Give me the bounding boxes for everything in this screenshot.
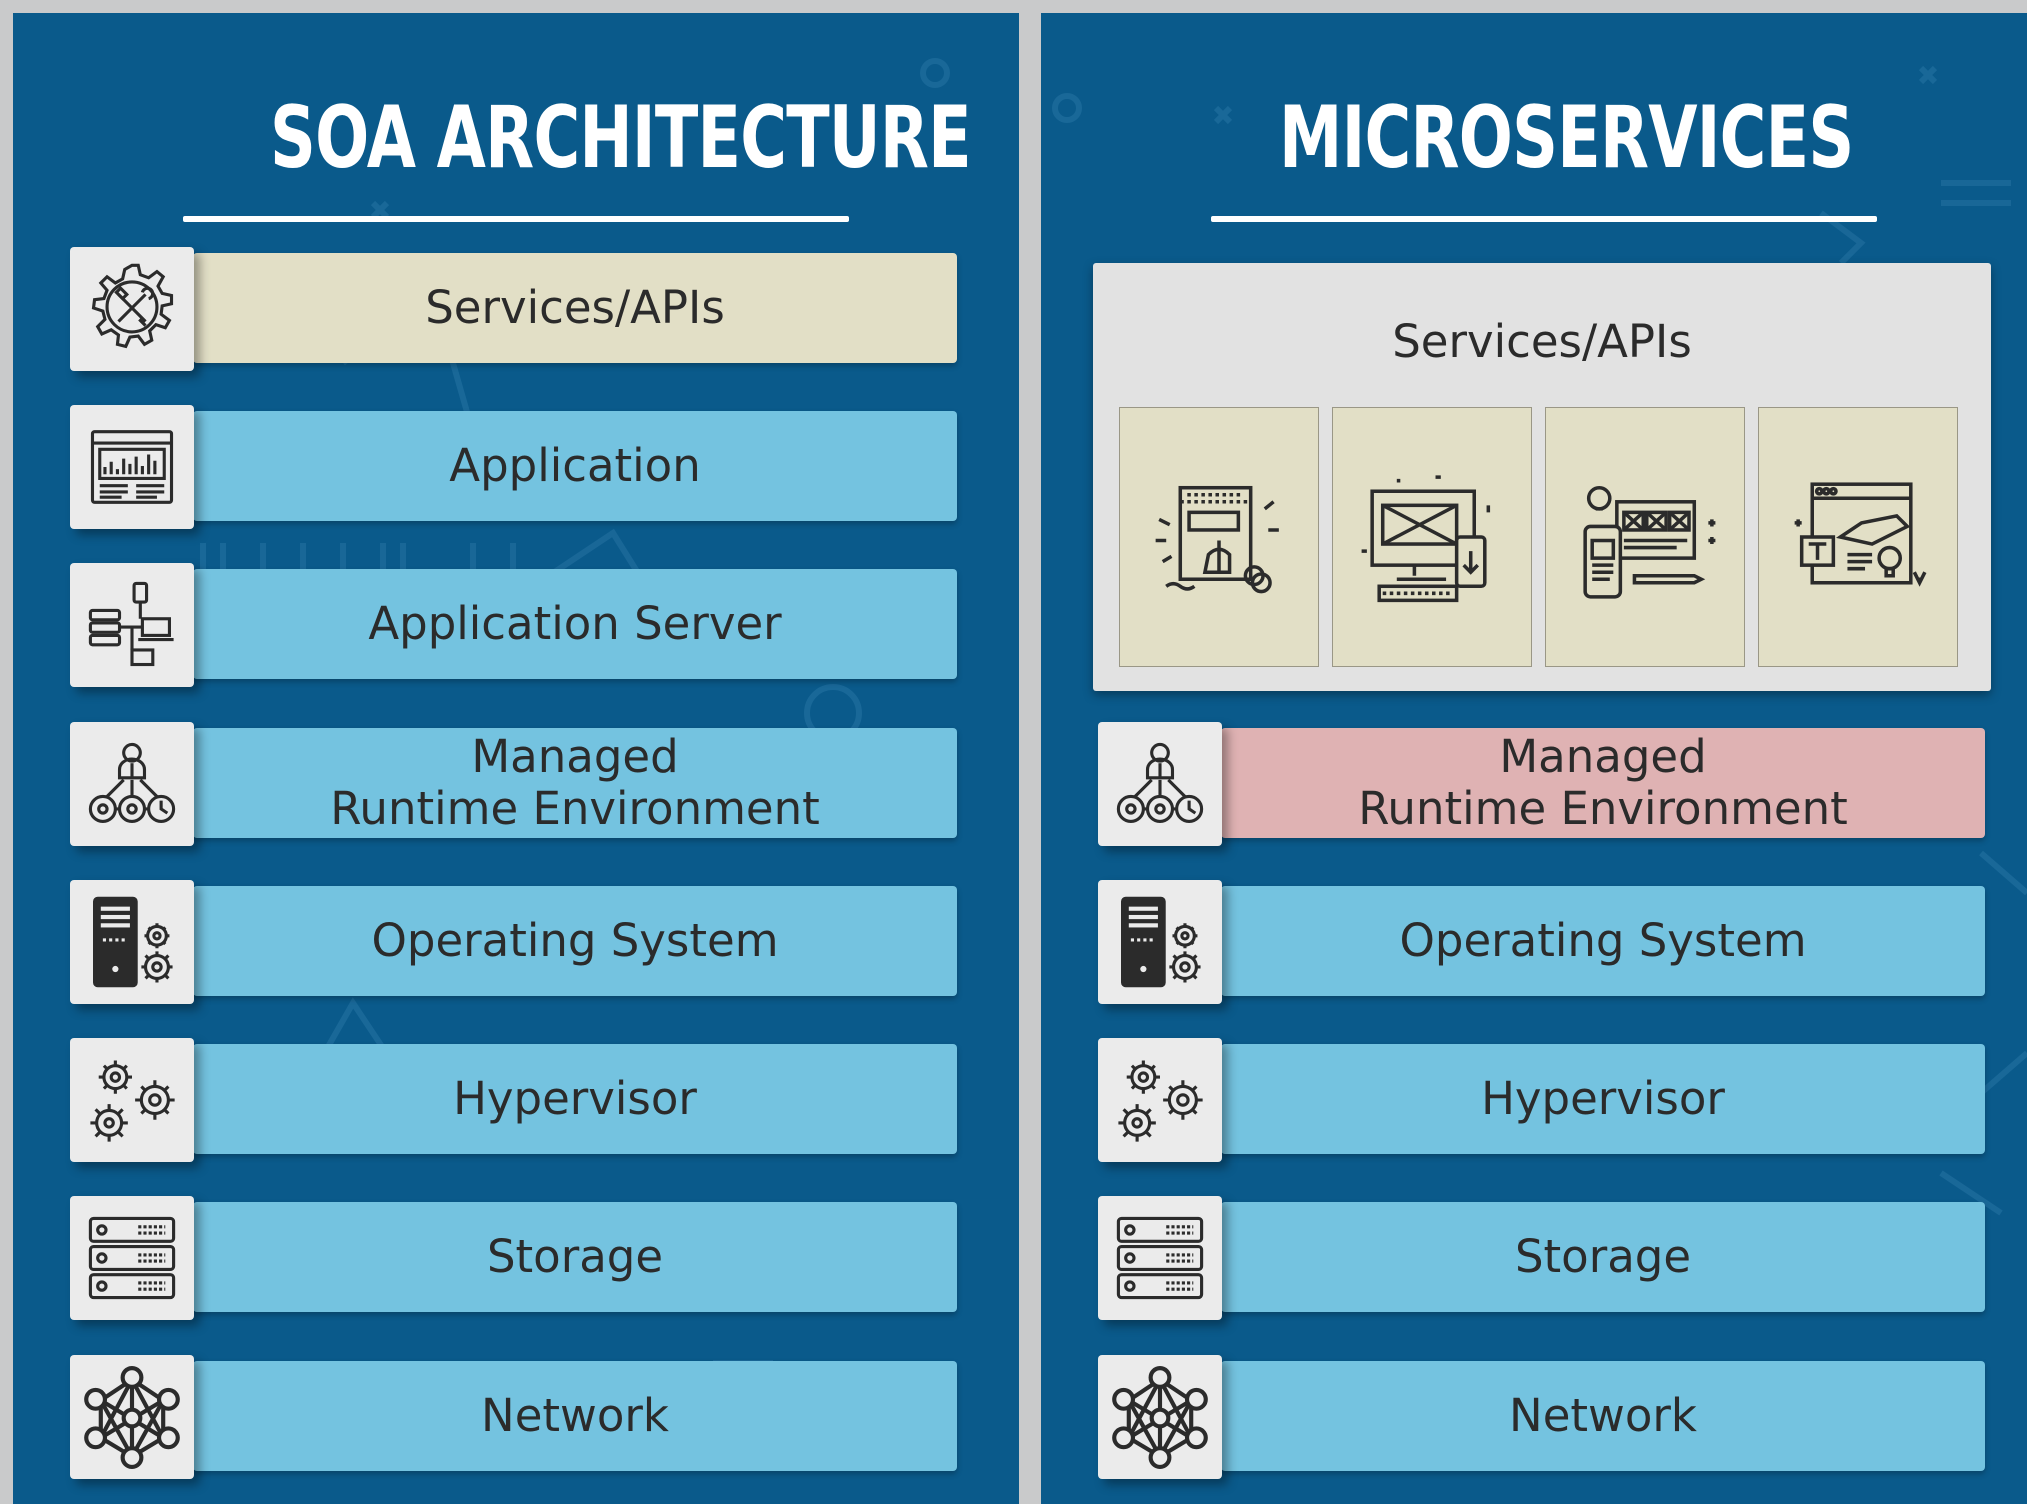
desktop-mobile-wireframe-icon <box>1361 475 1491 603</box>
layer-label: Storage <box>1514 1230 1692 1283</box>
service-card-4 <box>1758 407 1958 667</box>
soa-icon-box-managed-runtime <box>70 722 194 846</box>
soa-icon-box-network <box>70 1355 194 1479</box>
soa-layer-managed-runtime: Managed Runtime Environment <box>193 728 957 838</box>
tools-gear-icon <box>80 257 184 361</box>
services-group-title: Services/APIs <box>1392 315 1692 368</box>
storage-rack-icon <box>1108 1206 1212 1310</box>
microservices-services-group: Services/APIs <box>1093 263 1991 691</box>
layer-label: Hypervisor <box>1481 1072 1725 1125</box>
soa-layer-hypervisor: Hypervisor <box>193 1044 957 1154</box>
layer-label: Network <box>1509 1389 1697 1442</box>
soa-layer-application: Application <box>193 411 957 521</box>
layer-label: Operating System <box>371 914 779 967</box>
soa-icon-box-hypervisor <box>70 1038 194 1162</box>
web-mobile-design-icon <box>1583 485 1716 599</box>
gears-icon <box>1108 1048 1212 1152</box>
ms-layer-operating-system: Operating System <box>1221 886 1985 996</box>
soa-layer-storage: Storage <box>193 1202 957 1312</box>
advertising-touch-icon <box>1155 485 1279 594</box>
design-tools-icon <box>1794 482 1927 587</box>
ms-layer-storage: Storage <box>1221 1202 1985 1312</box>
ms-icon-box-network <box>1098 1355 1222 1479</box>
microservices-title-underline <box>1211 216 1877 222</box>
service-card-3 <box>1545 407 1745 667</box>
layer-label: Application <box>449 439 701 492</box>
soa-icon-box-services <box>70 247 194 371</box>
server-network-icon <box>80 573 184 677</box>
soa-icon-box-storage <box>70 1196 194 1320</box>
network-mesh-icon <box>1108 1365 1212 1469</box>
microservices-title: MICROSERVICES <box>1279 88 1854 188</box>
microservices-panel: MICROSERVICES Services/APIs <box>1041 13 2027 1504</box>
computer-tower-gear-icon <box>80 890 184 994</box>
layer-label: Hypervisor <box>453 1072 697 1125</box>
ms-layer-network: Network <box>1221 1361 1985 1471</box>
service-card-2 <box>1332 407 1532 667</box>
soa-layer-services-apis: Services/APIs <box>193 253 957 363</box>
computer-tower-gear-icon <box>1108 890 1212 994</box>
soa-panel: SOA ARCHITECTURE Services/APIs Applicati… <box>13 13 1019 1504</box>
layer-label-line1: Managed <box>471 730 679 783</box>
ms-icon-box-hypervisor <box>1098 1038 1222 1162</box>
network-mesh-icon <box>80 1365 184 1469</box>
gears-icon <box>80 1048 184 1152</box>
layer-label-line2: Runtime Environment <box>330 782 820 835</box>
people-network-icon <box>1108 732 1212 836</box>
soa-icon-box-operating-system <box>70 880 194 1004</box>
layer-label-line1: Managed <box>1499 730 1707 783</box>
ms-icon-box-managed-runtime <box>1098 722 1222 846</box>
service-card-1 <box>1119 407 1319 667</box>
people-network-icon <box>80 732 184 836</box>
dashboard-window-icon <box>80 415 184 519</box>
soa-layer-application-server: Application Server <box>193 569 957 679</box>
ms-icon-box-storage <box>1098 1196 1222 1320</box>
layer-label: Network <box>481 1389 669 1442</box>
ms-layer-hypervisor: Hypervisor <box>1221 1044 1985 1154</box>
soa-title: SOA ARCHITECTURE <box>270 88 972 188</box>
soa-layer-operating-system: Operating System <box>193 886 957 996</box>
soa-title-underline <box>183 216 849 222</box>
ms-layer-managed-runtime: Managed Runtime Environment <box>1221 728 1985 838</box>
layer-label-line2: Runtime Environment <box>1358 782 1848 835</box>
layer-label: Application Server <box>368 597 782 650</box>
layer-label: Services/APIs <box>425 281 725 334</box>
soa-layer-network: Network <box>193 1361 957 1471</box>
layer-label: Storage <box>486 1230 664 1283</box>
storage-rack-icon <box>80 1206 184 1310</box>
ms-icon-box-operating-system <box>1098 880 1222 1004</box>
layer-label: Operating System <box>1399 914 1807 967</box>
soa-icon-box-application-server <box>70 563 194 687</box>
soa-icon-box-application <box>70 405 194 529</box>
